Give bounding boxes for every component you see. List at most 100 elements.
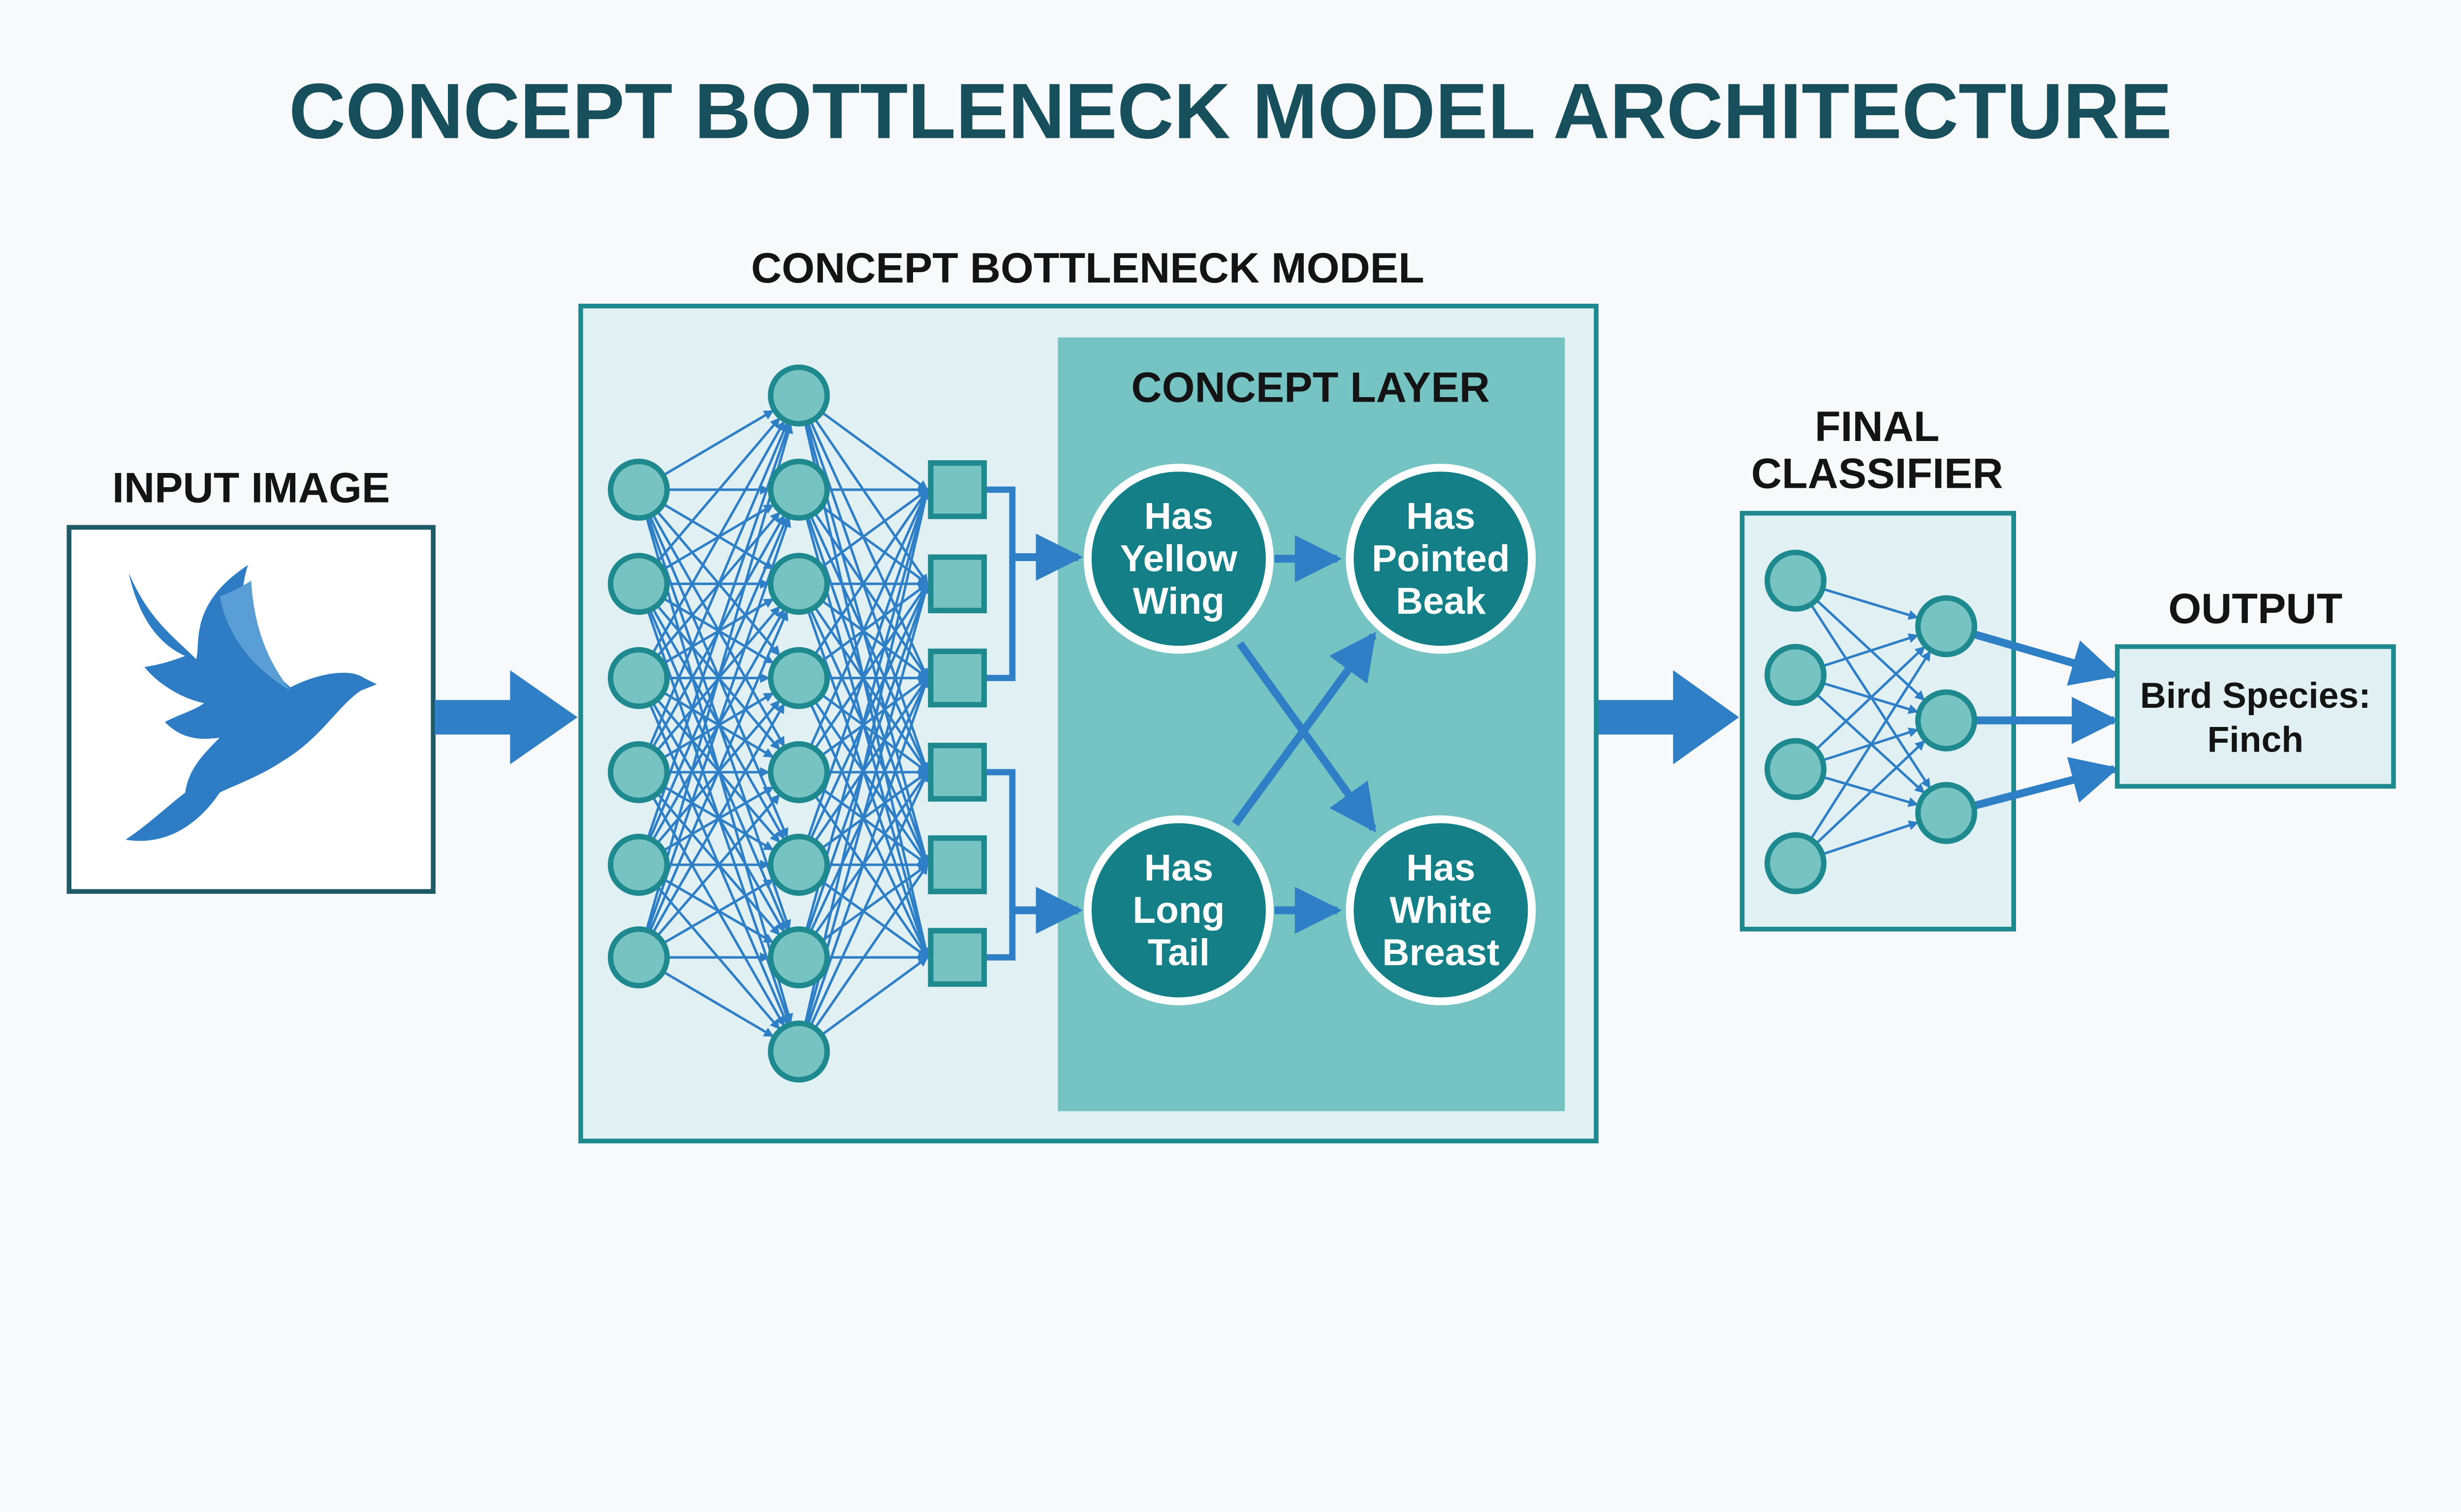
classifier-input-node bbox=[1764, 832, 1827, 894]
classifier-to-output-arrow bbox=[1974, 757, 2119, 810]
output-text-line-2: Finch bbox=[2207, 719, 2303, 759]
concept-text-has-long-tail: Has bbox=[1144, 847, 1213, 889]
concept-unit-square bbox=[928, 554, 987, 614]
classifier-edge bbox=[1823, 820, 1919, 855]
edge-layer2-to-concept-unit bbox=[804, 488, 931, 1023]
classifier-output-node bbox=[1915, 782, 1978, 844]
hidden-layer-node bbox=[768, 1020, 830, 1083]
hidden-layer-node bbox=[768, 458, 830, 521]
edge-layer2-to-concept-unit bbox=[810, 677, 929, 931]
concept-node-has-yellow-wing bbox=[1083, 464, 1274, 654]
edge-layer1-to-layer2 bbox=[663, 971, 774, 1038]
edge-layer2-to-concept-unit bbox=[822, 488, 929, 567]
edge-layer2-to-concept-unit bbox=[810, 583, 929, 838]
edge-layer2-to-concept-unit bbox=[810, 489, 929, 746]
concept-text-has-yellow-wing: Yellow bbox=[1120, 538, 1238, 580]
edge-layer2-to-concept-unit bbox=[810, 422, 929, 679]
edge-layer2-to-concept-unit bbox=[815, 677, 929, 841]
edge-layer1-to-layer2 bbox=[645, 423, 793, 929]
input-layer-node bbox=[607, 741, 670, 803]
input-layer-node bbox=[607, 458, 670, 521]
edge-layer1-to-layer2 bbox=[649, 610, 789, 931]
concept-text-has-white-breast: Breast bbox=[1382, 932, 1499, 974]
concept-node-has-white-breast bbox=[1346, 815, 1536, 1006]
edge-layer1-to-layer2 bbox=[657, 417, 781, 562]
input-layer-node bbox=[607, 647, 670, 709]
edge-layer2-to-concept-unit bbox=[815, 864, 929, 1028]
concept-text-has-long-tail: Tail bbox=[1148, 932, 1210, 974]
concept-text-has-white-breast: Has bbox=[1406, 847, 1475, 889]
concept-text-has-pointed-beak: Pointed bbox=[1372, 538, 1510, 580]
edge-layer2-to-concept-unit bbox=[815, 771, 929, 934]
concept-text-has-white-breast: White bbox=[1389, 889, 1492, 931]
classifier-input-node bbox=[1764, 644, 1827, 706]
edge-layer2-to-concept-unit bbox=[810, 704, 929, 959]
concept-text-has-long-tail: Long bbox=[1133, 889, 1225, 931]
edge-layer2-to-concept-unit bbox=[810, 771, 929, 1025]
concept-unit-square bbox=[928, 648, 987, 708]
edge-layer1-to-layer2 bbox=[647, 422, 791, 837]
edge-layer2-to-concept-unit bbox=[822, 583, 929, 662]
edge-layer1-to-layer2 bbox=[663, 410, 774, 476]
edge-layer2-to-concept-unit bbox=[815, 583, 929, 749]
classifier-edge bbox=[1824, 588, 1919, 620]
page-title: CONCEPT BOTTLENECK MODEL ARCHITECTURE bbox=[289, 67, 2172, 155]
hidden-layer-node bbox=[768, 364, 830, 427]
edge-layer2-to-concept-unit bbox=[822, 881, 929, 959]
concept-unit-square bbox=[928, 928, 987, 987]
model-to-classifier-arrow bbox=[1598, 670, 1739, 764]
classifier-output-node bbox=[1915, 595, 1978, 658]
edge-layer1-to-layer2 bbox=[657, 794, 781, 936]
classifier-to-output-arrow bbox=[1974, 630, 2119, 686]
edge-layer2-to-concept-unit bbox=[822, 412, 929, 491]
classifier-edge bbox=[1810, 650, 1931, 839]
classifier-edge bbox=[1816, 646, 1925, 750]
bird-icon bbox=[126, 565, 377, 841]
concept-arrow-tail-to-beak bbox=[1232, 631, 1377, 826]
network-nodes bbox=[607, 364, 987, 1083]
concept-unit-square bbox=[928, 743, 987, 802]
edge-layer2-to-concept-unit bbox=[804, 424, 931, 959]
classifier-input-node bbox=[1764, 549, 1827, 612]
classifier-input-node bbox=[1764, 738, 1827, 800]
concept-text-has-pointed-beak: Beak bbox=[1396, 580, 1486, 622]
input-to-model-arrow bbox=[435, 670, 578, 764]
concept-arrow-wing-to-breast bbox=[1236, 641, 1377, 833]
concept-unit-square bbox=[928, 835, 987, 894]
bracket-connector bbox=[985, 486, 1016, 681]
hidden-layer-node bbox=[768, 741, 830, 803]
model-label: CONCEPT BOTTLENECK MODEL bbox=[751, 245, 1424, 292]
edge-layer1-to-layer2 bbox=[652, 703, 786, 932]
hidden-layer-node bbox=[768, 553, 830, 615]
concept-layer-label: CONCEPT LAYER bbox=[1131, 364, 1490, 411]
input-layer-node bbox=[607, 553, 670, 615]
classifier-label-line-1: FINAL bbox=[1815, 403, 1939, 450]
output-text-line-1: Bird Species: bbox=[2140, 675, 2371, 716]
concept-text-has-pointed-beak: Has bbox=[1406, 496, 1475, 537]
edge-layer2-to-concept-unit bbox=[815, 489, 929, 654]
hidden-layer-node bbox=[768, 926, 830, 989]
concept-text-has-yellow-wing: Wing bbox=[1133, 580, 1225, 622]
output-label: OUTPUT bbox=[2168, 585, 2342, 632]
edge-layer1-to-layer2 bbox=[647, 517, 791, 930]
classifier-edge bbox=[1823, 633, 1919, 667]
input-image-label: INPUT IMAGE bbox=[112, 464, 390, 511]
output-box bbox=[2114, 644, 2396, 789]
edge-layer1-to-layer2 bbox=[652, 420, 786, 653]
hidden-layer-node bbox=[768, 647, 830, 709]
concept-node-has-pointed-beak bbox=[1346, 464, 1536, 654]
concept-unit-square bbox=[928, 460, 987, 519]
diagram-svg: CONCEPT BOTTLENECK MODEL ARCHITECTURE IN… bbox=[66, 67, 2396, 1144]
input-layer-node bbox=[607, 926, 670, 989]
classifier-label-line-2: CLASSIFIER bbox=[1751, 450, 2003, 498]
bracket-connector bbox=[985, 769, 1016, 961]
concept-node-has-long-tail bbox=[1083, 815, 1274, 1006]
edge-layer1-to-layer2 bbox=[664, 879, 774, 944]
concept-text-has-yellow-wing: Has bbox=[1144, 496, 1213, 537]
hidden-layer-node bbox=[768, 834, 830, 896]
classifier-edges bbox=[1810, 588, 2119, 855]
classifier-nodes bbox=[1764, 549, 1978, 894]
concepts: HasYellowWingHasPointedBeakHasLongTailHa… bbox=[1083, 464, 1536, 1006]
edge-layer2-to-concept-unit bbox=[822, 956, 929, 1035]
input-layer-node bbox=[607, 834, 670, 896]
